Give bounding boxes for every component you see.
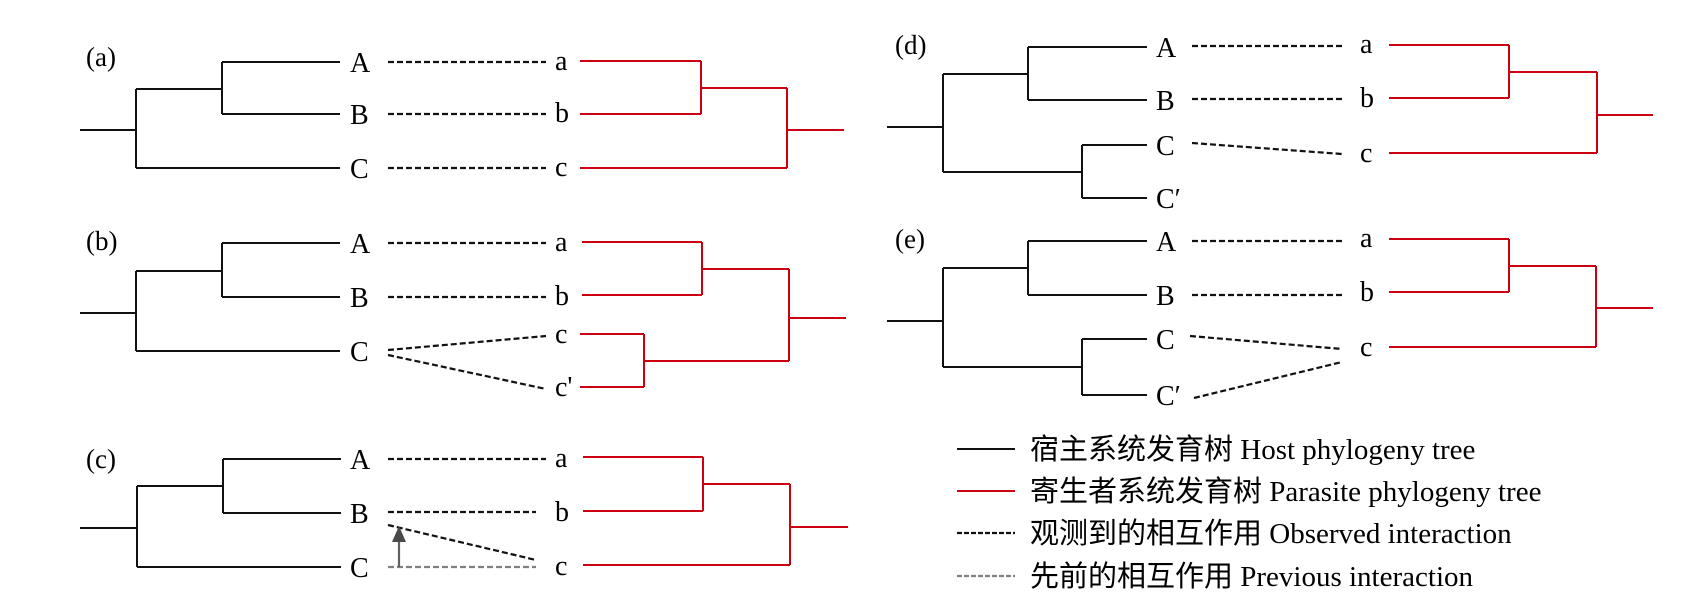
host-leaf-C: C xyxy=(350,553,369,584)
host-tree xyxy=(887,46,1147,199)
parasite-leaf-b: b xyxy=(1360,277,1374,308)
observed-link-B-c xyxy=(387,523,537,562)
observed-link-C-prime-c xyxy=(1193,360,1343,400)
legend-item-previous: 先前的相互作用 Previous interaction xyxy=(957,560,1474,593)
legend-label: 观测到的相互作用 Observed interaction xyxy=(1030,517,1512,550)
observed-link-C-c-prime xyxy=(387,353,547,391)
panel-c-label: (c) xyxy=(86,444,116,474)
observed-link-C-c xyxy=(1189,334,1343,351)
panel-d: (d) A B C C′ a b c xyxy=(887,29,1653,215)
legend-item-observed: 观测到的相互作用 Observed interaction xyxy=(957,517,1512,550)
panel-e: (e) A B C C′ a b c xyxy=(887,223,1653,412)
parasite-leaf-c: c xyxy=(1360,332,1372,363)
parasite-leaf-a: a xyxy=(1360,223,1373,254)
host-leaf-C: C xyxy=(350,337,369,368)
parasite-leaf-a: a xyxy=(1360,29,1373,60)
host-leaf-C-prime: C′ xyxy=(1156,381,1181,412)
host-leaf-B: B xyxy=(1156,86,1175,117)
legend: 宿主系统发育树 Host phylogeny tree 寄生者系统发育树 Par… xyxy=(957,433,1541,593)
legend-item-host: 宿主系统发育树 Host phylogeny tree xyxy=(957,433,1475,466)
panel-e-label: (e) xyxy=(895,224,925,254)
host-leaf-B: B xyxy=(350,100,369,131)
parasite-leaf-c: c xyxy=(555,152,567,183)
observed-link-C-c xyxy=(1191,141,1343,156)
host-leaf-A: A xyxy=(1156,33,1177,64)
panel-a-label: (a) xyxy=(86,42,116,72)
parasite-leaf-a: a xyxy=(555,46,568,77)
host-tree xyxy=(80,61,340,169)
parasite-leaf-b: b xyxy=(555,497,569,528)
host-leaf-C: C xyxy=(1156,131,1175,162)
host-tree xyxy=(80,242,340,352)
parasite-tree xyxy=(1389,238,1653,348)
host-leaf-C: C xyxy=(350,154,369,185)
host-leaf-B: B xyxy=(1156,281,1175,312)
parasite-leaf-a: a xyxy=(555,443,568,474)
parasite-leaf-b: b xyxy=(555,281,569,312)
parasite-tree xyxy=(1389,44,1653,154)
parasite-leaf-a: a xyxy=(555,227,568,258)
legend-item-parasite: 寄生者系统发育树 Parasite phylogeny tree xyxy=(957,475,1541,508)
panel-b: (b) A B C a b c c' xyxy=(80,226,846,403)
parasite-tree xyxy=(580,60,844,169)
parasite-leaf-c-prime: c' xyxy=(555,372,572,403)
host-leaf-A: A xyxy=(1156,227,1177,258)
host-leaf-B: B xyxy=(350,499,369,530)
host-leaf-C-prime: C′ xyxy=(1156,184,1181,215)
panel-d-label: (d) xyxy=(895,30,926,60)
host-leaf-A: A xyxy=(350,48,371,79)
parasite-leaf-b: b xyxy=(555,98,569,129)
parasite-leaf-c: c xyxy=(555,319,567,350)
host-tree xyxy=(80,458,341,568)
host-leaf-C: C xyxy=(1156,325,1175,356)
host-tree xyxy=(887,240,1147,396)
parasite-tree xyxy=(583,456,848,566)
legend-label: 宿主系统发育树 Host phylogeny tree xyxy=(1030,433,1475,466)
parasite-leaf-c: c xyxy=(555,551,567,582)
panel-c: (c) A B C a b c xyxy=(80,443,848,584)
observed-link-C-c xyxy=(387,334,547,352)
host-switch-arrow xyxy=(392,526,406,567)
legend-label: 寄生者系统发育树 Parasite phylogeny tree xyxy=(1030,475,1541,508)
host-leaf-A: A xyxy=(350,445,371,476)
host-leaf-B: B xyxy=(350,283,369,314)
host-leaf-A: A xyxy=(350,229,371,260)
parasite-leaf-c: c xyxy=(1360,138,1372,169)
legend-label: 先前的相互作用 Previous interaction xyxy=(1030,560,1474,593)
parasite-tree xyxy=(580,241,846,388)
parasite-leaf-b: b xyxy=(1360,83,1374,114)
panel-b-label: (b) xyxy=(86,226,117,256)
panel-a: (a) A B C a b c xyxy=(80,42,844,185)
